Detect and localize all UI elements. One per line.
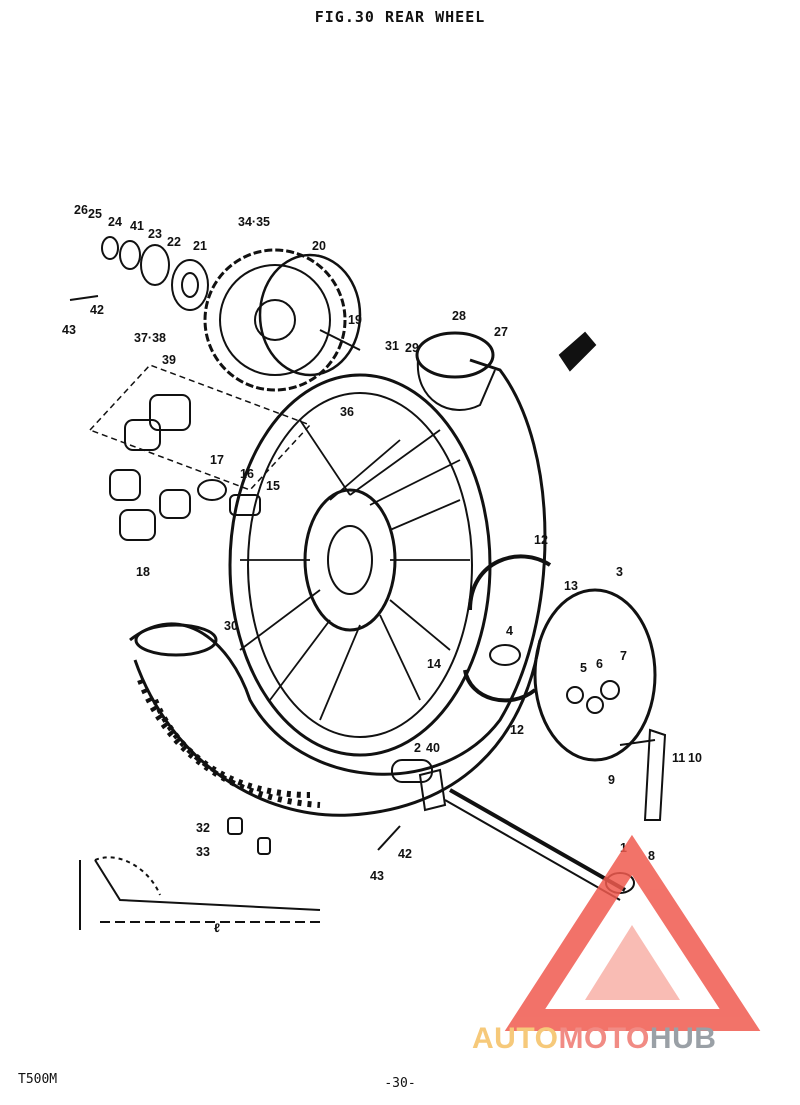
callout-label: 12 [510,723,524,737]
callout-label: 6 [596,657,603,671]
callout-label: 9 [608,773,615,787]
callout-label: 19 [348,313,362,327]
callout-label: 15 [266,479,280,493]
callout-label: 42 [398,847,412,861]
callout-label: ℓ [214,921,220,935]
callout-label: 4 [506,624,513,638]
callout-label: 30 [224,619,238,633]
rear-axle [449,788,626,892]
figure-title: FIG.30 REAR WHEEL [314,8,486,26]
callout-label: 23 [148,227,162,241]
callout-label: 36 [340,405,354,419]
callout-label: 37·38 [134,331,166,345]
page-number: -30- [384,1076,416,1091]
callout-label: 10 [688,751,702,765]
callout-label: 2 [414,741,421,755]
wheel-hub [303,488,397,632]
callout-label: 42 [90,303,104,317]
callout-label: 40 [426,741,440,755]
callout-label: 14 [427,657,441,671]
callout-label: 22 [167,235,181,249]
brake-panel [533,588,657,762]
brake-shoe [468,554,552,611]
callout-label: 7 [620,649,627,663]
wheel-rim [228,373,492,757]
callout-label: 17 [210,453,224,467]
callout-label: 13 [564,579,578,593]
callout-label: 3 [616,565,623,579]
callout-label: 11 [672,751,685,765]
tire [129,358,547,776]
watermark-logo [504,834,761,1031]
callout-label: 18 [136,565,150,579]
callout-label: 12 [534,533,548,547]
callout-label: 5 [580,661,587,675]
callout-label: 26 [74,203,88,217]
callout-label: 25 [88,207,102,221]
callout-label: 33 [196,845,210,859]
callout-label: 8 [648,849,655,863]
callout-label: 31 [385,339,399,353]
cush-drive-rubbers [109,394,191,541]
callout-label: 24 [108,215,122,229]
model-label: T500M [18,1072,58,1087]
callout-label: 32 [196,821,210,835]
callout-label: 20 [312,239,326,253]
callout-label: 34·35 [238,215,270,229]
callout-label: 27 [494,325,508,339]
callout-label: 43 [62,323,76,337]
watermark-text: AUTOMOTOHUB [472,1022,717,1055]
callout-label: 43 [370,869,384,883]
callout-label: 28 [452,309,466,323]
rear-sprocket [203,248,347,392]
callout-label: 41 [130,219,144,233]
callout-label: 21 [193,239,207,253]
callout-label: 16 [240,467,254,481]
callout-label: 39 [162,353,176,367]
callout-label: 29 [405,341,419,355]
